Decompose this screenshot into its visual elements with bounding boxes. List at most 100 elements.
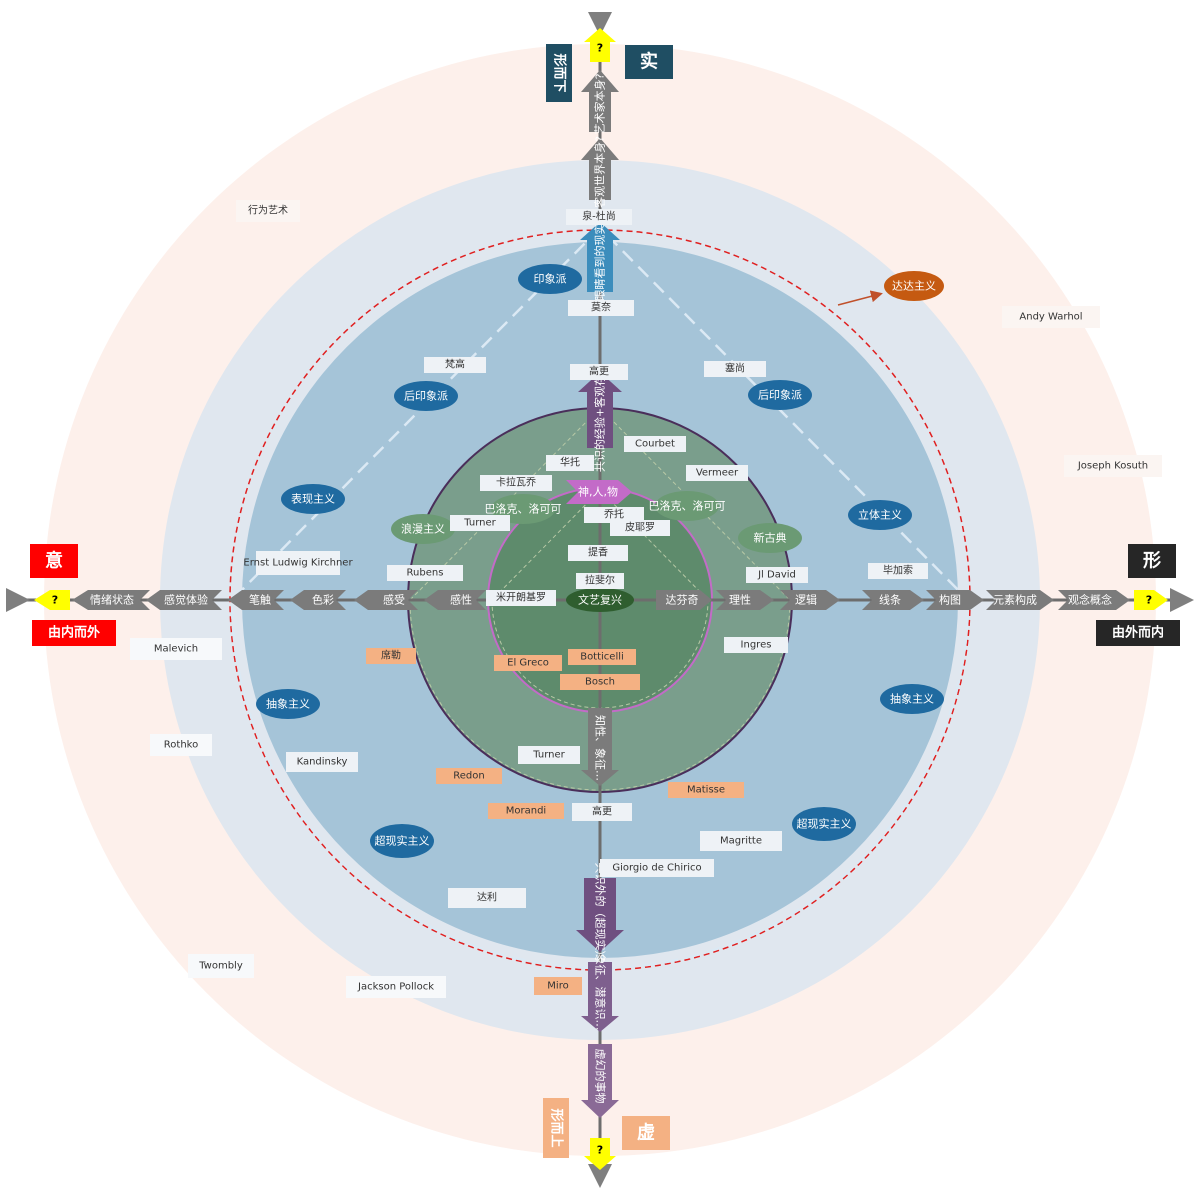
left-arrow-brushstroke: 笔触 (228, 590, 284, 610)
label-courbet: Courbet (624, 436, 686, 452)
oval-baroque-right: 巴洛克、洛可可 (649, 491, 726, 521)
svg-text:超现实主义: 超现实主义 (375, 834, 430, 848)
label-warhol: Andy Warhol (1002, 306, 1100, 328)
svg-text:后印象派: 后印象派 (404, 390, 448, 403)
svg-text:Joseph Kosuth: Joseph Kosuth (1077, 461, 1148, 472)
right-arrow-elements: 元素构成 (986, 590, 1054, 610)
oval-abstract-left: 抽象主义 (256, 689, 320, 719)
right-arrow-concept-label: 观念概念 (1068, 593, 1112, 607)
left-arrow-feeling: 感受 (354, 590, 418, 610)
svg-text:Magritte: Magritte (720, 836, 762, 847)
question-top-label: ? (597, 42, 603, 55)
arrow-artist-self-label: 艺术家本身? (593, 73, 607, 134)
svg-text:米开朗基罗: 米开朗基罗 (496, 591, 546, 604)
arrow-common-experience: 共识的经验+客观存在 (578, 364, 622, 472)
svg-text:拉斐尔: 拉斐尔 (585, 574, 615, 587)
arrow-objective-world: 客观世界本身? (581, 136, 619, 208)
xing-label: 形 (1143, 551, 1161, 572)
question-left-label: ? (52, 594, 58, 607)
oval-expressionism: 表现主义 (281, 484, 345, 514)
left-arrow-sensation: 感觉体验 (146, 590, 222, 610)
label-rubens: Rubens (387, 565, 463, 581)
svg-text:巴洛克、洛可可: 巴洛克、洛可可 (485, 502, 562, 516)
left-arrow-brushstroke-label: 笔触 (249, 593, 271, 607)
svg-text:Redon: Redon (453, 771, 484, 782)
label-van-gogh: 梵高 (424, 357, 486, 373)
box-xu: 虚 (622, 1116, 670, 1150)
label-miro: Miro (534, 977, 582, 995)
renaissance-core: 文艺复兴 (566, 588, 634, 612)
box-xing-er-shang: 形而上 (543, 1098, 569, 1158)
arrow-seen-reality-label: 眼睛看到的现实 (593, 224, 607, 301)
label-morandi: Morandi (488, 803, 564, 819)
svg-text:Courbet: Courbet (635, 439, 675, 450)
left-arrow-sensibility: 感性 (424, 590, 486, 610)
you-nei-er-wai-label: 由内而外 (48, 625, 100, 641)
xing-er-shang-label: 形而上 (549, 1108, 564, 1147)
right-arrow-da-vinci-label: 达芬奇 (666, 594, 699, 607)
svg-text:Bosch: Bosch (585, 677, 615, 688)
svg-text:Ernst Ludwig Kirchner: Ernst Ludwig Kirchner (243, 558, 353, 569)
svg-text:Jl David: Jl David (757, 570, 796, 581)
label-duchamp: 泉-杜尚 (566, 209, 632, 225)
left-arrow-feeling-label: 感受 (383, 594, 405, 607)
right-arrow-composition: 构图 (926, 590, 984, 610)
label-giotto: 乔托 (584, 507, 644, 523)
svg-text:莫奈: 莫奈 (591, 301, 611, 314)
svg-text:Matisse: Matisse (687, 785, 725, 796)
svg-text:新古典: 新古典 (754, 531, 787, 545)
label-cezanne: 塞尚 (704, 361, 766, 377)
svg-text:Ingres: Ingres (741, 640, 772, 651)
name-labels: 泉-杜尚 莫奈 梵高 塞尚 高更 Courbet 华托 卡拉瓦乔 Vermeer… (130, 200, 1162, 998)
arrow-objective-world-label: 客观世界本身? (593, 136, 607, 208)
question-arrow-right: ? (1134, 590, 1168, 610)
label-titian: 提香 (568, 545, 628, 561)
orange-name-labels: 席勒 El Greco Botticelli Bosch Redon Moran… (366, 648, 744, 995)
arrow-intellect-symbol-label: 知性、象征… (594, 715, 608, 781)
oval-romanticism: 浪漫主义 (391, 514, 455, 544)
svg-text:提香: 提香 (588, 547, 608, 559)
label-malevich: Malevich (130, 638, 222, 660)
box-shi: 实 (625, 45, 673, 79)
question-right-label: ? (1146, 594, 1152, 607)
label-michelangelo: 米开朗基罗 (486, 590, 556, 606)
label-jl-david: Jl David (746, 567, 808, 583)
oval-post-impressionism-right: 后印象派 (748, 380, 812, 410)
svg-text:抽象主义: 抽象主义 (890, 692, 934, 706)
right-arrow-logic: 逻辑 (780, 590, 840, 610)
right-arrow-lines-label: 线条 (879, 593, 901, 607)
left-arrow-sensation-label: 感觉体验 (164, 593, 208, 607)
label-raphael: 拉斐尔 (576, 573, 624, 589)
label-watteau: 华托 (546, 455, 594, 471)
svg-text:席勒: 席勒 (381, 649, 401, 662)
oval-abstract-right: 抽象主义 (880, 684, 944, 714)
arrow-subconscious: 象征、潜意识… (581, 954, 619, 1032)
oval-dada: 达达主义 (884, 271, 944, 301)
svg-text:行为艺术: 行为艺术 (248, 204, 288, 217)
right-arrow-lines: 线条 (862, 590, 924, 610)
oval-surrealism-right: 超现实主义 (792, 807, 856, 841)
svg-text:乔托: 乔托 (604, 508, 624, 521)
svg-text:达利: 达利 (477, 892, 497, 904)
right-arrow-composition-label: 构图 (939, 593, 961, 607)
oval-post-impressionism-left: 后印象派 (394, 381, 458, 411)
arrow-beyond-consensus: 共识外的（超现实） (576, 863, 624, 962)
label-gauguin-bottom: 高更 (572, 803, 632, 821)
label-picasso: 毕加索 (868, 563, 928, 579)
question-arrow-left: ? (34, 590, 70, 610)
svg-text:高更: 高更 (589, 365, 609, 378)
left-arrow-sensibility-label: 感性 (450, 593, 472, 607)
oval-neoclassicism: 新古典 (738, 523, 802, 553)
box-you-nei-er-wai: 由内而外 (32, 620, 116, 646)
svg-text:高更: 高更 (592, 805, 612, 818)
left-arrow-color: 色彩 (290, 590, 346, 610)
left-arrow-color-label: 色彩 (312, 593, 334, 607)
svg-text:巴洛克、洛可可: 巴洛克、洛可可 (649, 499, 726, 513)
svg-text:El Greco: El Greco (507, 658, 549, 669)
label-vermeer: Vermeer (686, 465, 748, 481)
svg-text:华托: 华托 (560, 456, 580, 469)
label-schiele: 席勒 (366, 648, 416, 664)
yi-label: 意 (45, 550, 63, 572)
